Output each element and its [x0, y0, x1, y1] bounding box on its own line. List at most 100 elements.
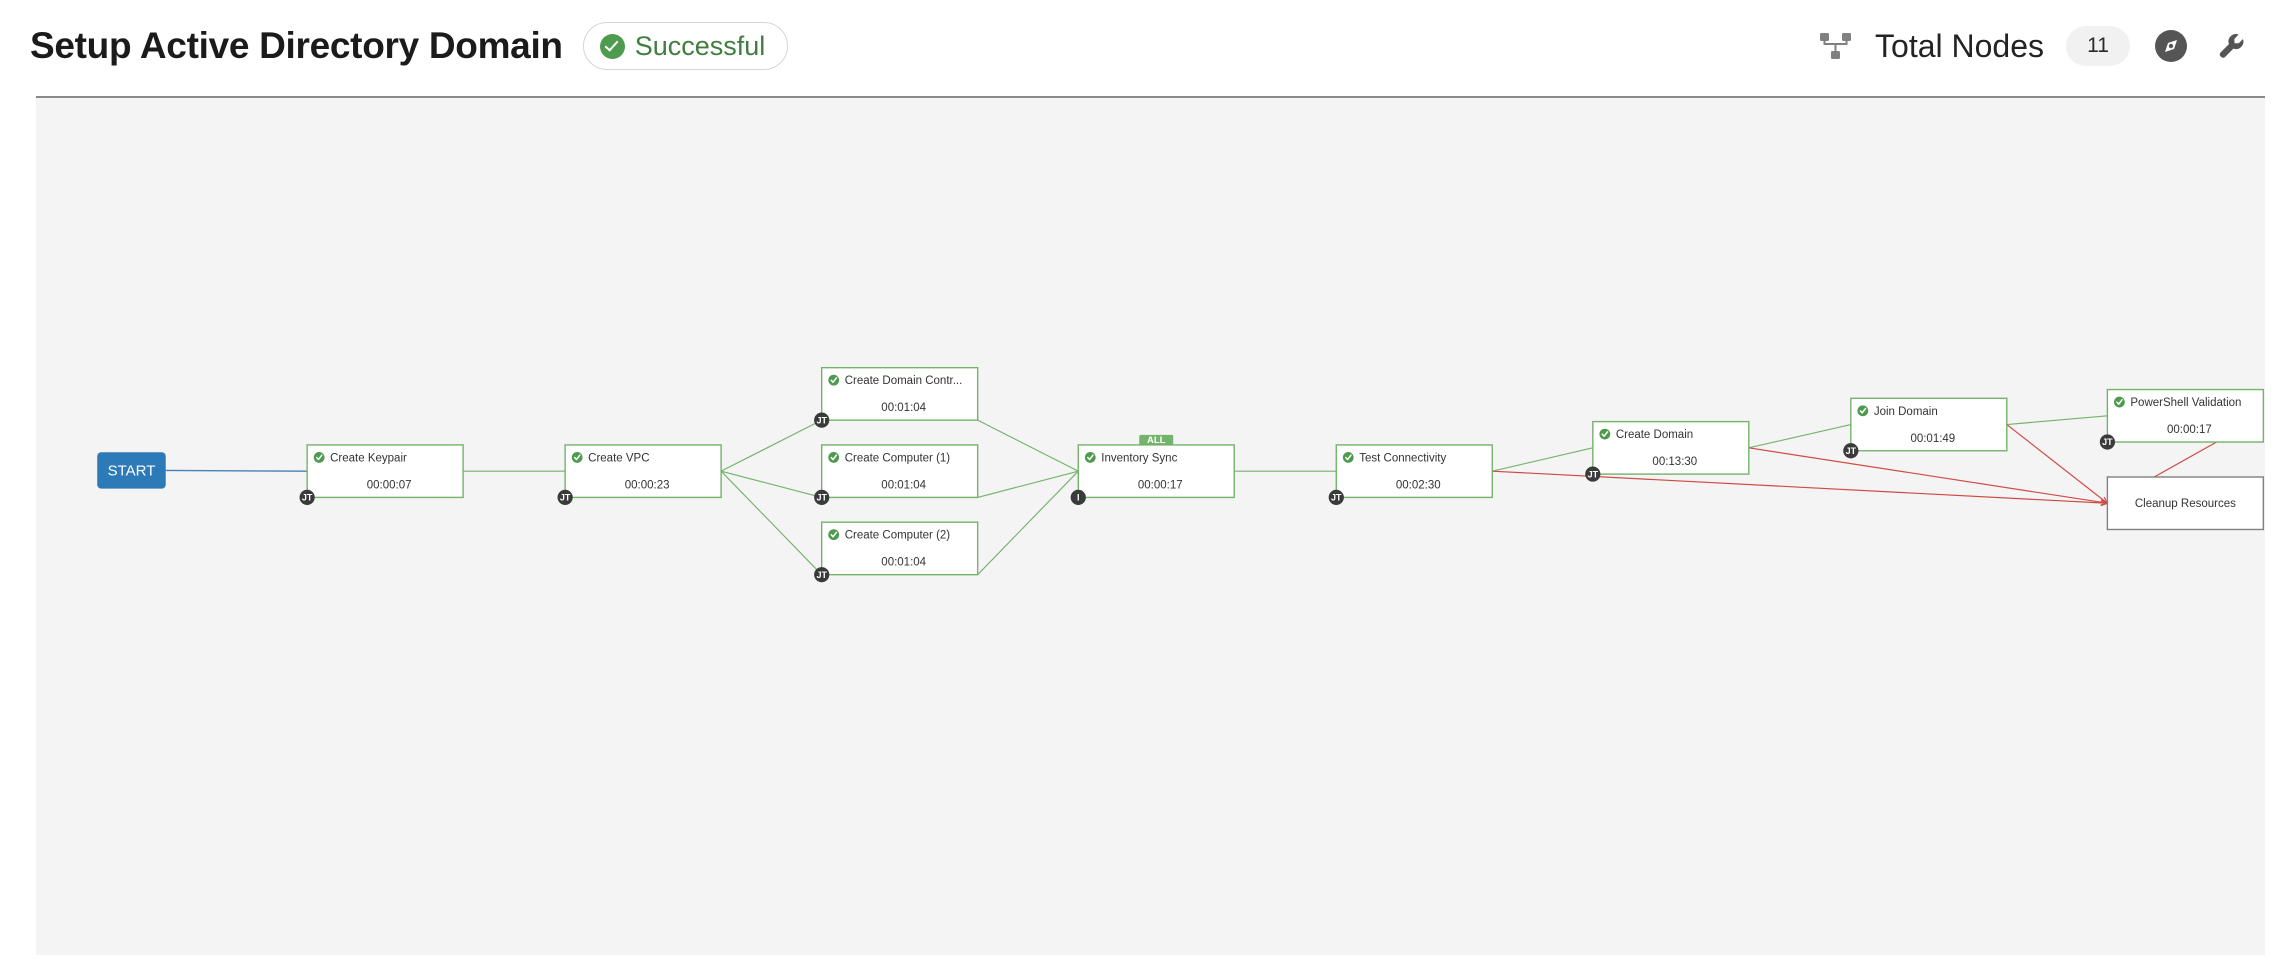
node-label: Join Domain: [1874, 406, 1938, 418]
node-label: Create Domain Contr...: [845, 375, 963, 387]
node-box: [821, 366, 979, 421]
node-avatar-initials: JT: [1588, 469, 1599, 479]
node-duration: 00:01:49: [1910, 433, 1955, 445]
node-box: [2106, 476, 2265, 531]
node-box: [2106, 388, 2265, 443]
node-box: [1850, 397, 2008, 452]
node-duration: 00:00:07: [367, 479, 412, 491]
node-label: Create VPC: [588, 452, 649, 464]
check-mark-icon: [830, 531, 838, 538]
node-avatar-initials: JT: [560, 493, 571, 503]
node-inventory-sync[interactable]: ALL Inventory Sync 00:00:17I: [1070, 434, 1235, 506]
check-mark-icon: [1345, 454, 1352, 461]
edge-create-domain-controller-to-inventory-sync: [977, 419, 1079, 472]
status-badge-label: Successful: [634, 30, 766, 61]
node-label: PowerShell Validation: [2130, 397, 2241, 409]
check-mark-icon: [1087, 454, 1094, 461]
edge-create-vpc-to-create-computer-2: [720, 470, 823, 576]
edge-create-domain-to-join-domain: [1748, 423, 1851, 449]
node-label: Create Computer (1): [845, 452, 951, 464]
check-mark-icon: [315, 454, 323, 461]
edge-test-connectivity-to-create-domain: [1492, 447, 1593, 472]
node-duration: 00:00:17: [1138, 479, 1183, 491]
node-avatar: [1585, 466, 1601, 482]
edge-create-domain-to-cleanup-resources: [1748, 447, 2108, 504]
node-avatar-initials: JT: [816, 415, 827, 425]
node-tag-label: ALL: [1147, 435, 1166, 446]
header-actions: Total Nodes 11: [1819, 26, 2250, 66]
node-box: [564, 444, 722, 499]
total-nodes-label: Total Nodes: [1875, 27, 2044, 64]
node-label: Cleanup Resources: [2135, 498, 2236, 510]
page-title: Setup Active Directory Domain: [30, 25, 563, 66]
check-mark-icon: [573, 454, 581, 461]
node-avatar: [814, 489, 830, 506]
node-label: Create Computer (2): [845, 530, 951, 542]
start-node-box: [97, 452, 166, 489]
node-duration: 00:01:04: [881, 402, 926, 414]
node-avatar: [1843, 443, 1859, 459]
sitemap-icon: [1819, 32, 1853, 60]
compass-icon[interactable]: [2152, 27, 2190, 65]
node-label: Test Connectivity: [1359, 452, 1446, 464]
node-duration: 00:01:04: [881, 557, 926, 569]
edge-create-computer-1-to-inventory-sync: [977, 470, 1079, 498]
node-avatar-initials: JT: [2102, 437, 2113, 447]
node-avatar-initials: JT: [1331, 493, 1342, 503]
node-duration: 00:00:23: [625, 479, 670, 491]
node-duration: 00:02:30: [1396, 479, 1441, 491]
check-mark-icon: [1859, 407, 1867, 414]
edge-start-to-create-keypair: [165, 469, 308, 472]
node-tag-box: [1139, 434, 1174, 446]
node-avatar-initials: JT: [816, 493, 827, 503]
check-mark-icon: [2116, 398, 2123, 405]
node-avatar-initials: I: [1077, 493, 1080, 503]
edge-test-connectivity-to-cleanup-resources: [1492, 470, 2108, 504]
node-avatar: [1328, 489, 1344, 506]
node-avatar: [2099, 434, 2115, 450]
node-label: Create Domain: [1616, 429, 1693, 441]
check-mark-icon: [830, 377, 838, 384]
node-box: [821, 521, 979, 576]
page-header: Setup Active Directory Domain Successful…: [0, 0, 2290, 92]
check-mark-icon: [1601, 431, 1609, 437]
node-box: [1077, 444, 1235, 499]
start-node-label: START: [108, 462, 156, 479]
node-box: [1592, 420, 1750, 475]
node-box: [821, 444, 979, 499]
node-avatar: [814, 412, 830, 428]
node-duration: 00:13:30: [1652, 456, 1697, 468]
wrench-icon[interactable]: [2212, 27, 2250, 65]
edge-join-domain-to-cleanup-resources: [2006, 424, 2108, 504]
node-box: [1335, 444, 1493, 499]
node-duration: 00:01:04: [881, 479, 926, 491]
node-avatar: [557, 489, 573, 506]
check-mark-icon: [830, 454, 838, 461]
node-avatar: [299, 489, 315, 506]
node-cleanup-resources[interactable]: Cleanup Resources: [2106, 476, 2265, 531]
edge-join-domain-to-powershell-validation: [2006, 415, 2108, 426]
status-badge: Successful: [582, 22, 789, 70]
node-label: Inventory Sync: [1101, 452, 1177, 464]
total-nodes-count: 11: [2066, 26, 2130, 66]
edge-create-vpc-to-create-computer-1: [720, 470, 822, 498]
start-node[interactable]: START: [97, 452, 166, 489]
node-avatar-initials: JT: [816, 570, 827, 580]
node-avatar-initials: JT: [1846, 446, 1857, 456]
node-duration: 00:00:17: [2167, 424, 2212, 436]
check-circle-icon: [599, 33, 625, 59]
node-box: [306, 444, 464, 499]
edge-create-computer-2-to-inventory-sync: [977, 470, 1079, 576]
